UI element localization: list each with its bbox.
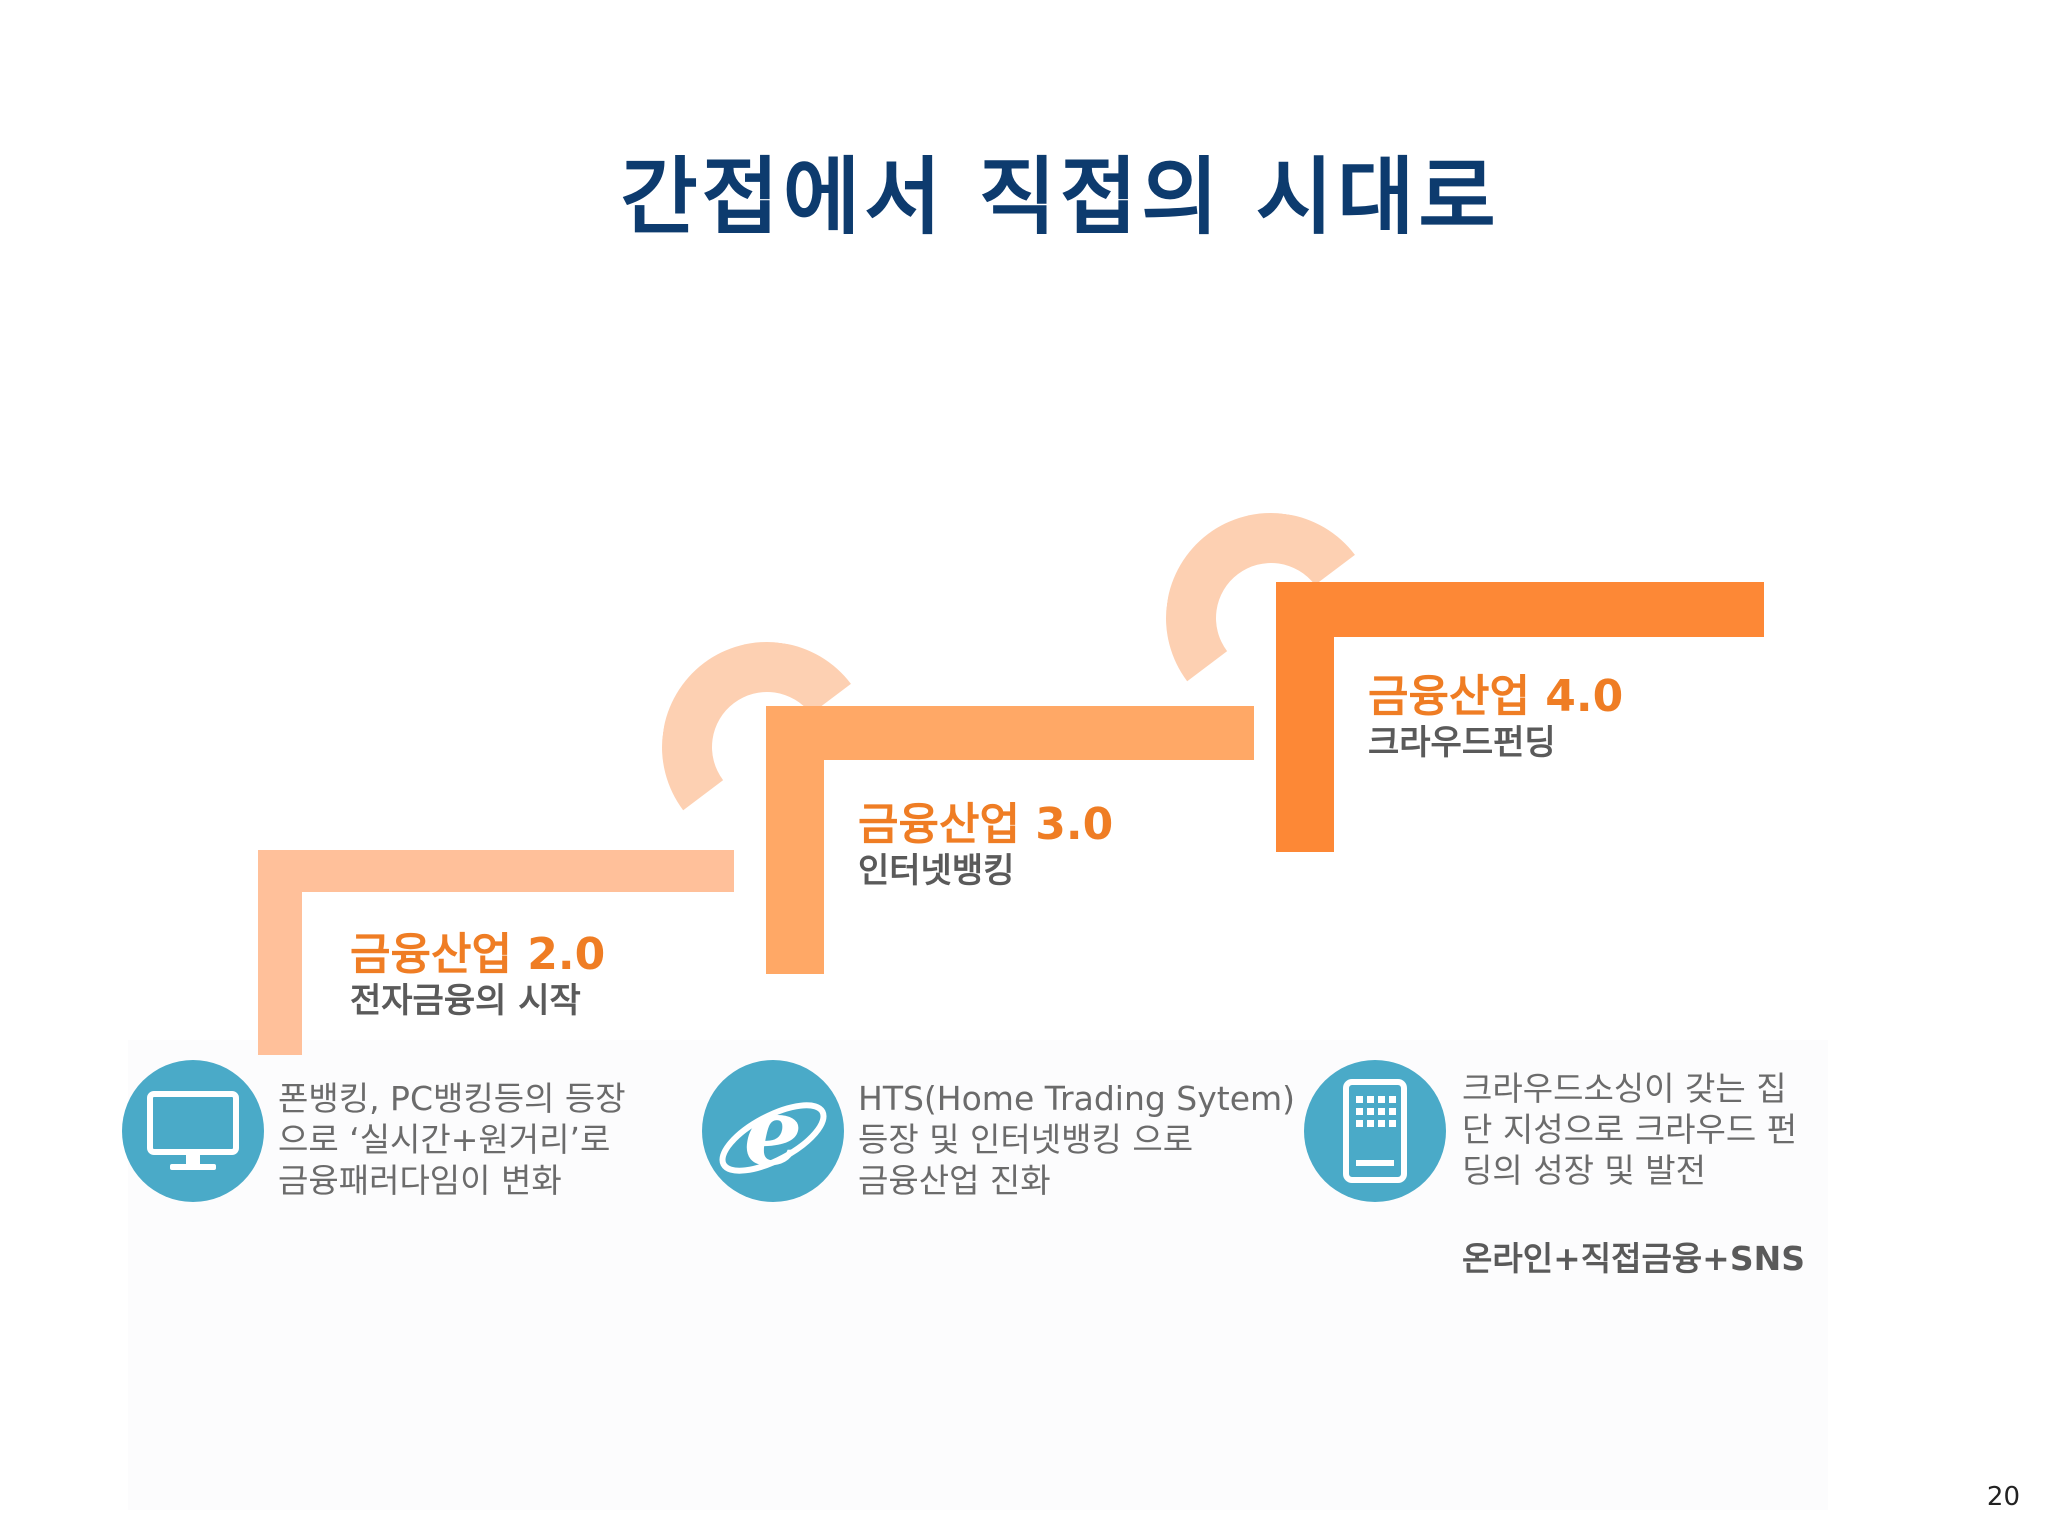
step-3-0-horizontal-bar — [766, 706, 1254, 760]
stage-3-0-subtitle: 인터넷뱅킹 — [858, 851, 1015, 891]
item-2-description: HTS(Home Trading Sytem) 등장 및 인터넷뱅킹 으로 금융… — [858, 1079, 1296, 1200]
internet-explorer-icon: e — [702, 1060, 844, 1202]
step-2-0-horizontal-bar — [258, 850, 734, 892]
tablet-icon — [1304, 1060, 1446, 1202]
slide-title: 간접에서 직접의 시대로 — [620, 148, 1500, 246]
stage-4-0-title: 금융산업 4.0 — [1368, 671, 1624, 722]
item-1-description: 폰뱅킹, PC뱅킹등의 등장 으로 ‘실시간+원거리’로 금융패러다임이 변화 — [278, 1079, 626, 1200]
stage-4-0-subtitle: 크라우드펀딩 — [1368, 723, 1556, 763]
page-number: 20 — [1986, 1482, 2020, 1512]
item-3-description: 크라우드소싱이 갖는 집 단 지성으로 크라우드 펀 딩의 성장 및 발전 — [1462, 1069, 1798, 1190]
item-3-tagline: 온라인+직접금융+SNS — [1462, 1239, 1805, 1278]
monitor-icon — [122, 1060, 264, 1202]
step-4-0-horizontal-bar — [1276, 582, 1764, 637]
stage-2-0-title: 금융산업 2.0 — [350, 929, 606, 980]
stage-3-0-title: 금융산업 3.0 — [858, 799, 1114, 850]
background-panel — [128, 1040, 1828, 1510]
stage-2-0-subtitle: 전자금융의 시작 — [350, 981, 581, 1021]
